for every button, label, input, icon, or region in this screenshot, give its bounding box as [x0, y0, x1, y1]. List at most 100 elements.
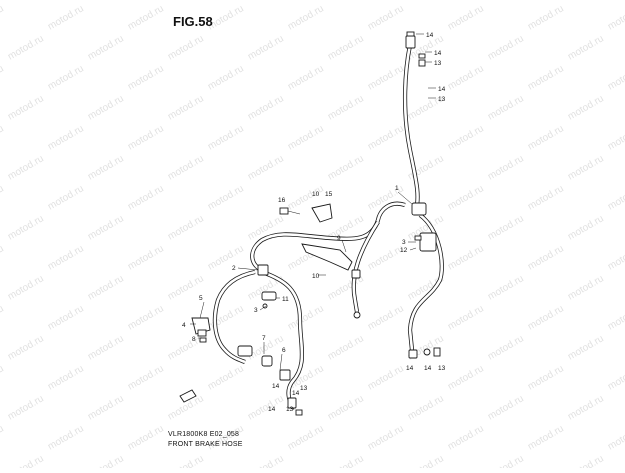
watermark-text: motod.ru [126, 3, 166, 32]
watermark-text: motod.ru [6, 273, 46, 302]
watermark-text: motod.ru [6, 333, 46, 362]
callout-label: 1 [395, 185, 399, 192]
bracket-9 [301, 243, 353, 271]
watermark-text: motod.ru [326, 153, 366, 182]
watermark-text: motod.ru [286, 303, 326, 332]
watermark-text: motod.ru [166, 453, 206, 468]
callout-label: 13 [300, 385, 308, 392]
callout-label: 6 [282, 347, 286, 354]
watermark-text: motod.ru [86, 93, 126, 122]
watermark-text: motod.ru [366, 123, 406, 152]
top-banjo-fitting [405, 31, 416, 49]
watermark-text: motod.ru [326, 333, 366, 362]
watermark-text: motod.ru [566, 93, 606, 122]
watermark-text: motod.ru [46, 363, 86, 392]
left-lower-fittings [279, 369, 303, 416]
watermark-text: motod.ru [46, 243, 86, 272]
figure-code: VLR1800K8 E02_058 [168, 431, 240, 438]
watermark-text: motod.ru [366, 363, 406, 392]
watermark-text: motod.ru [86, 453, 126, 468]
watermark-text: motod.ru [206, 183, 246, 212]
watermark-text: motod.ru [6, 153, 46, 182]
watermark-text: motod.ru [286, 423, 326, 452]
watermark-text: motod.ru [126, 363, 166, 392]
watermark-text: motod.ru [326, 453, 366, 468]
callout-label: 14 [434, 50, 442, 57]
watermark-text: motod.ru [126, 123, 166, 152]
watermark-text: motod.ru [0, 183, 6, 212]
callout-label: 14 [272, 383, 280, 390]
callout-label: 9 [337, 235, 341, 242]
watermark-text: motod.ru [486, 153, 526, 182]
watermark-text: motod.ru [86, 273, 126, 302]
brake-hose-left-branch [212, 269, 256, 364]
callout-label: 13 [438, 365, 446, 372]
watermark-text: motod.ru [606, 303, 625, 332]
watermark-text: motod.ru [86, 333, 126, 362]
watermark-text: motod.ru [0, 243, 6, 272]
watermark-text: motod.ru [326, 393, 366, 422]
watermark-text: motod.ru [206, 63, 246, 92]
watermark-text: motod.ru [606, 423, 625, 452]
watermark-text: motod.ru [46, 123, 86, 152]
watermark-text: motod.ru [566, 153, 606, 182]
watermark-text: motod.ru [206, 363, 246, 392]
watermark-text: motod.ru [246, 453, 286, 468]
watermark-text: motod.ru [606, 183, 625, 212]
watermark-text: motod.ru [486, 333, 526, 362]
callout-label: 14 [438, 86, 446, 93]
watermark-text: motod.ru [6, 453, 46, 468]
watermark-text: motod.ru [446, 183, 486, 212]
callout-label: 2 [232, 265, 236, 272]
watermark-text: motod.ru [526, 63, 566, 92]
watermark-text: motod.ru [526, 3, 566, 32]
watermark-text: motod.ru [486, 93, 526, 122]
watermark-text: motod.ru [246, 393, 286, 422]
watermark-text: motod.ru [46, 63, 86, 92]
watermark-text: motod.ru [606, 63, 625, 92]
watermark-text: motod.ru [126, 243, 166, 272]
brake-hose-center-drop [351, 220, 380, 313]
left-banjo-5 [191, 317, 211, 343]
fitting-hose-2-ends [257, 264, 361, 319]
caliper-bracket-small [179, 389, 197, 403]
callout-label: 3 [254, 307, 258, 314]
watermark-text: motod.ru [446, 3, 486, 32]
watermark-text: motod.ru [246, 153, 286, 182]
watermark-text: motod.ru [526, 363, 566, 392]
callout-label: 10 [312, 191, 320, 198]
watermark-text: motod.ru [246, 93, 286, 122]
watermark-text: motod.ru [486, 393, 526, 422]
top-bolt-fittings [418, 53, 426, 67]
watermark-text: motod.ru [286, 63, 326, 92]
watermark-text: motod.ru [446, 123, 486, 152]
watermark-text: motod.ru [86, 213, 126, 242]
watermark-text: motod.ru [366, 63, 406, 92]
watermark-text: motod.ru [446, 423, 486, 452]
watermark-text: motod.ru [526, 123, 566, 152]
watermark-text: motod.ru [486, 213, 526, 242]
watermark-text: motod.ru [566, 453, 606, 468]
callout-label: 13 [434, 60, 442, 67]
watermark-text: motod.ru [526, 183, 566, 212]
watermark-text: motod.ru [0, 3, 6, 32]
watermark-text: motod.ru [46, 183, 86, 212]
figure-name: FRONT BRAKE HOSE [168, 441, 243, 448]
watermark-text: motod.ru [566, 33, 606, 62]
watermark-text: motod.ru [86, 33, 126, 62]
watermark-text: motod.ru [326, 33, 366, 62]
watermark-text: motod.ru [0, 123, 6, 152]
callout-label: 7 [262, 335, 266, 342]
watermark-text: motod.ru [406, 393, 446, 422]
watermark-text: motod.ru [566, 393, 606, 422]
watermark-text: motod.ru [86, 153, 126, 182]
callout-label: 8 [192, 336, 196, 343]
callout-label: 12 [400, 247, 408, 254]
brake-hose-2 [250, 201, 406, 272]
watermark-text: motod.ru [246, 33, 286, 62]
callout-label: 14 [268, 406, 276, 413]
watermark-text: motod.ru [126, 63, 166, 92]
watermark-text: motod.ru [606, 123, 625, 152]
center-clamp-7 [237, 345, 273, 367]
